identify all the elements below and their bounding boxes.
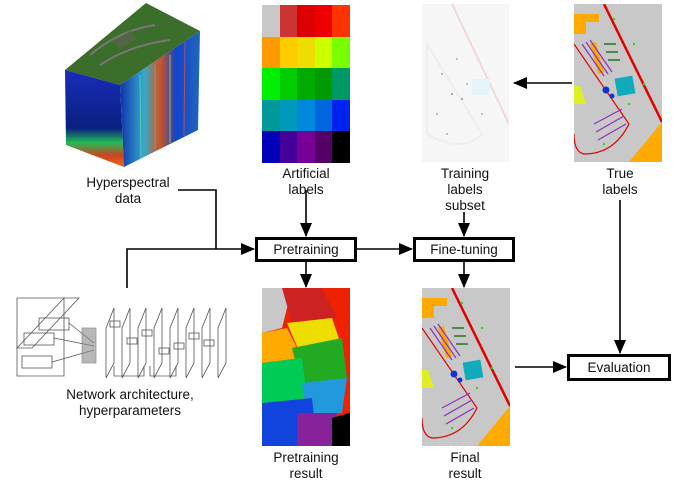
- label-color-cell: [297, 99, 315, 132]
- label-color-cell: [332, 5, 350, 37]
- pretraining-box: Pretraining: [255, 237, 357, 262]
- label-line: labels: [602, 182, 638, 197]
- label-color-cell: [262, 68, 280, 100]
- label-line: labels: [288, 182, 324, 197]
- hyperspectral-cube-image: [60, 0, 205, 170]
- label-color-cell: [332, 36, 350, 69]
- label-color-cell: [314, 99, 333, 132]
- network-architecture-image: [14, 288, 240, 379]
- label-color-cell: [279, 68, 298, 100]
- finetuning-box-label: Fine-tuning: [430, 242, 498, 257]
- label-line: True: [606, 166, 634, 181]
- label-line: subset: [445, 198, 485, 213]
- label-color-cell: [262, 5, 280, 37]
- label-line: Training: [440, 166, 490, 181]
- true-labels-image: [573, 3, 664, 162]
- pretraining-result-label: Pretraining result: [256, 450, 356, 482]
- label-color-cell: [297, 5, 315, 37]
- pretraining-result-image: [262, 288, 350, 446]
- label-color-cell: [262, 99, 280, 132]
- label-line: Hyperspectral: [86, 175, 170, 190]
- true-labels-label: True labels: [570, 166, 670, 198]
- label-line: hyperparameters: [78, 403, 182, 418]
- finetuning-box: Fine-tuning: [413, 237, 515, 262]
- network-architecture-label: Network architecture, hyperparameters: [50, 387, 210, 419]
- final-result-label: Final result: [415, 450, 515, 482]
- label-color-cell: [314, 36, 333, 69]
- label-color-cell: [262, 131, 280, 163]
- label-line: Final: [450, 450, 480, 465]
- label-color-cell: [297, 68, 315, 100]
- label-color-cell: [279, 131, 298, 163]
- label-line: labels: [447, 182, 483, 197]
- label-color-cell: [314, 131, 333, 163]
- label-color-cell: [279, 99, 298, 132]
- pretraining-box-label: Pretraining: [273, 242, 339, 257]
- artificial-labels-image: [262, 5, 350, 163]
- label-line: result: [448, 466, 482, 481]
- evaluation-box: Evaluation: [567, 354, 671, 381]
- label-color-cell: [297, 131, 315, 163]
- label-color-cell: [314, 5, 333, 37]
- label-line: result: [289, 466, 323, 481]
- label-color-cell: [262, 36, 280, 69]
- training-subset-image: [422, 3, 510, 162]
- label-line: data: [114, 191, 142, 206]
- label-line: Network architecture,: [66, 387, 194, 402]
- label-color-cell: [279, 36, 298, 69]
- label-color-cell: [332, 131, 350, 163]
- final-result-image: [421, 287, 512, 446]
- label-line: Artificial: [282, 166, 330, 181]
- label-color-cell: [332, 68, 350, 100]
- artificial-labels-label: Artificial labels: [256, 166, 356, 198]
- training-subset-label: Training labels subset: [415, 166, 515, 214]
- label-color-cell: [332, 99, 350, 132]
- label-color-cell: [297, 36, 315, 69]
- label-color-cell: [314, 68, 333, 100]
- label-line: Pretraining: [273, 450, 339, 465]
- label-color-cell: [279, 5, 298, 37]
- hyperspectral-label: Hyperspectral data: [78, 175, 178, 207]
- evaluation-box-label: Evaluation: [587, 360, 651, 375]
